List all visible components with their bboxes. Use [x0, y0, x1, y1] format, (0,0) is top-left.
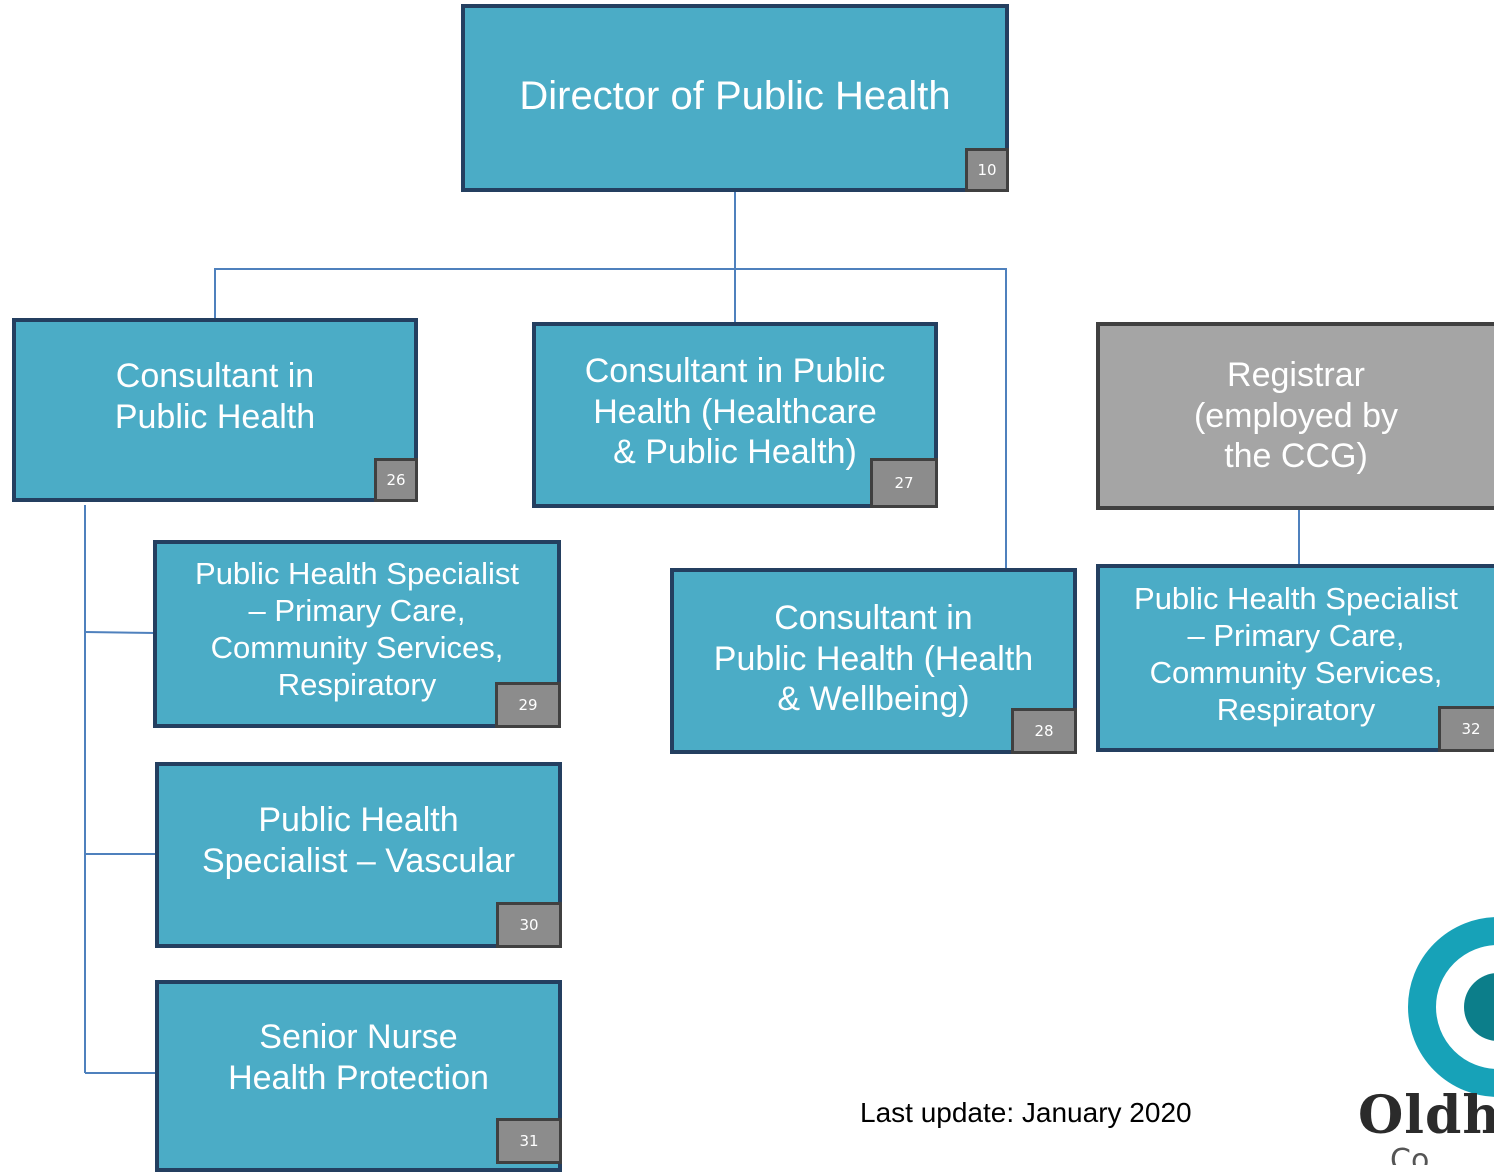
connector-to-primary-care — [84, 631, 157, 634]
specialist-vascular-label: Public Health Specialist – Vascular — [201, 801, 516, 880]
consultant-public-health-badge: 26 — [374, 458, 418, 502]
consultant-wellbeing-label: Consultant in Public Health (Health & We… — [713, 598, 1034, 719]
connector-top-branch — [214, 268, 1007, 568]
consultant-healthcare-badge: 27 — [870, 458, 938, 508]
specialist-primary-care-label: Public Health Specialist – Primary Care,… — [195, 555, 519, 703]
last-update-text: Last update: January 2020 — [860, 1097, 1192, 1128]
director-badge: 10 — [965, 148, 1009, 192]
specialist-vascular-box: Public Health Specialist – Vascular 30 — [155, 762, 562, 948]
consultant-healthcare-label: Consultant in Public Health (Healthcare … — [584, 351, 886, 472]
specialist-primary-care-registrar-box: Public Health Specialist – Primary Care,… — [1096, 564, 1494, 752]
consultant-public-health-box: Consultant in Public Health 26 — [12, 318, 418, 502]
registrar-box: Registrar (employed by the CCG) — [1096, 322, 1494, 510]
consultant-wellbeing-badge: 28 — [1011, 708, 1077, 754]
oldham-council-logo: Oldh Co — [1340, 915, 1494, 1165]
registrar-label: Registrar (employed by the CCG) — [1193, 355, 1399, 476]
logo-ring-icon — [1408, 917, 1494, 1097]
specialist-primary-care-registrar-badge: 32 — [1438, 706, 1494, 752]
senior-nurse-badge: 31 — [496, 1118, 562, 1164]
specialist-primary-care-box: Public Health Specialist – Primary Care,… — [153, 540, 561, 728]
consultant-healthcare-box: Consultant in Public Health (Healthcare … — [532, 322, 938, 508]
logo-subtext: Co — [1390, 1143, 1430, 1165]
director-label: Director of Public Health — [519, 74, 951, 118]
consultant-public-health-label: Consultant in Public Health — [114, 357, 316, 436]
logo-text: Oldh — [1358, 1085, 1494, 1146]
consultant-wellbeing-box: Consultant in Public Health (Health & We… — [670, 568, 1077, 754]
specialist-primary-care-badge: 29 — [495, 682, 561, 728]
senior-nurse-label: Senior Nurse Health Protection — [228, 1018, 489, 1097]
senior-nurse-box: Senior Nurse Health Protection 31 — [155, 980, 562, 1172]
specialist-vascular-badge: 30 — [496, 902, 562, 948]
director-box: Director of Public Health 10 — [461, 4, 1009, 192]
specialist-primary-care-registrar-label: Public Health Specialist – Primary Care,… — [1134, 580, 1458, 728]
